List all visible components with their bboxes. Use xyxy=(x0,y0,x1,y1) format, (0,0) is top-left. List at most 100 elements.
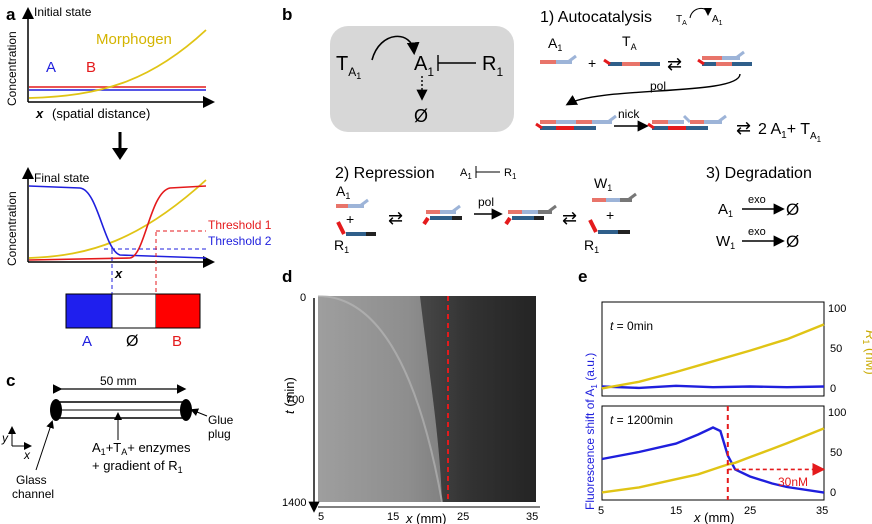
equilibrium-arrow-2: ⇄ xyxy=(736,118,751,138)
nicked-complex xyxy=(647,114,727,130)
content-line-1: A1+TA+ enzymes xyxy=(92,440,191,457)
node-T: TA1 xyxy=(336,53,361,81)
exo-label-2: exo xyxy=(748,226,766,238)
pol-label-2: pol xyxy=(478,195,494,209)
e-xtick-0: 5 xyxy=(598,505,604,517)
e-top-plot xyxy=(601,323,825,390)
e-left-axis-label: Fluorescence shift of A1 (a.u.) xyxy=(583,353,599,510)
bar-label-A: A xyxy=(82,333,92,350)
panel-label-a: a xyxy=(6,5,16,24)
rep-extended-complex xyxy=(504,204,557,226)
e-top-frame xyxy=(601,301,825,397)
degradation-title: 3) Degradation xyxy=(706,165,812,182)
equilibrium-arrow-4: ⇄ xyxy=(562,208,577,228)
glue-label: Glue xyxy=(208,413,234,427)
panel-a-final-plot: Final state Threshold 1 Threshold 2 Conc… xyxy=(5,167,272,298)
down-arrow xyxy=(112,132,128,160)
e-x-label: x (mm) xyxy=(693,510,734,524)
plus-sign-2: + xyxy=(346,211,354,227)
d-xtick-3: 35 xyxy=(526,511,538,523)
nick-label: nick xyxy=(618,107,640,121)
strand-TA1 xyxy=(603,58,660,66)
equilibrium-arrow-3: ⇄ xyxy=(388,208,403,228)
e-rtick-bottom-100: 100 xyxy=(828,407,846,419)
autocatalysis-section: 1) Autocatalysis TA A1 A1 + TA ⇄ xyxy=(535,7,822,144)
content-line-2: + gradient of R1 xyxy=(92,458,183,475)
repression-title: 2) Repression xyxy=(335,165,435,182)
pol-label-1: pol xyxy=(650,79,666,93)
e-bottom-time: t = 1200min xyxy=(610,413,673,427)
deg-empty-2: Ø xyxy=(786,232,799,251)
node-A: A1 xyxy=(414,53,434,79)
d-x-label: x (mm) xyxy=(405,511,446,524)
deg-W1-label: W1 xyxy=(716,233,735,251)
plug-label: plug xyxy=(208,427,231,441)
exo-label-1: exo xyxy=(748,194,766,206)
strand-A1-label: A1 xyxy=(548,35,562,53)
x-var-final: x xyxy=(114,266,123,281)
strand-TA1-label: TA xyxy=(622,33,637,52)
e-rtick-bottom-0: 0 xyxy=(830,487,836,499)
rep-W1-label: W1 xyxy=(594,175,612,193)
panel-c-channel: 50 mm Glue plug A1+TA+ enzymes + gradien… xyxy=(1,374,234,501)
plus-sign-1: + xyxy=(588,55,596,71)
e-bottom-frame xyxy=(601,405,825,501)
autocatalysis-mini-T: TA xyxy=(676,14,687,27)
y-axis-label-initial: Concentration xyxy=(5,31,19,106)
autocatalysis-title: 1) Autocatalysis xyxy=(540,9,652,26)
pol-arrow xyxy=(565,73,741,106)
e-bottom-series-1-r1 xyxy=(601,427,825,494)
rep-R1-label-2: R1 xyxy=(584,237,599,255)
kymograph: 0 700 1400 5 15 25 35 t (min) x (mm) xyxy=(282,292,540,524)
repression-mini-A: A1 xyxy=(460,167,472,181)
products-label: 2 A1+ TA1 xyxy=(758,121,822,144)
x-axis-label-initial: (spatial distance) xyxy=(52,106,150,121)
rep-complex xyxy=(422,204,462,226)
bar-segment-empty xyxy=(111,293,157,329)
node-empty: Ø xyxy=(414,106,428,126)
bar-segment-A xyxy=(66,294,112,328)
e-annot: 30nM xyxy=(778,475,808,489)
autocatalysis-arc xyxy=(371,35,420,61)
x-var-initial: x xyxy=(35,106,44,121)
bar-label-empty: Ø xyxy=(126,333,138,350)
e-rtick-top-50: 50 xyxy=(830,343,842,355)
repression-mini-R: R1 xyxy=(504,167,517,181)
panel-e: t = 0min t = 1200min 30nM 100 50 0 100 5… xyxy=(583,301,872,524)
glass-label: Glass xyxy=(16,473,47,487)
axis-x-label: x xyxy=(23,448,31,462)
d-y-label: t (min) xyxy=(282,377,297,414)
e-top-series-0-fluorescence xyxy=(601,384,825,390)
e-rtick-bottom-50: 50 xyxy=(830,447,842,459)
rep-R1-label: R1 xyxy=(334,237,349,255)
deg-A1-label: A1 xyxy=(718,201,733,219)
threshold2-label: Threshold 2 xyxy=(208,234,272,248)
final-state-label: Final state xyxy=(34,171,90,185)
network-box xyxy=(330,26,514,132)
e-xtick-3: 35 xyxy=(816,505,828,517)
panel-label-e: e xyxy=(578,267,587,286)
label-A: A xyxy=(46,59,56,76)
panel-label-c: c xyxy=(6,371,15,390)
pattern-bar: A Ø B xyxy=(65,293,201,350)
morphogen-label: Morphogen xyxy=(96,31,172,48)
d-xtick-0: 5 xyxy=(318,511,324,523)
extended-complex xyxy=(535,114,617,130)
panel-label-d: d xyxy=(282,267,292,286)
d-ytick-2: 1400 xyxy=(282,497,306,509)
complex-1 xyxy=(697,50,752,66)
degradation-section: 3) Degradation A1 exo Ø W1 exo Ø xyxy=(706,165,812,251)
axis-y-label: y xyxy=(1,431,9,445)
strand-A1 xyxy=(540,54,577,64)
node-R: R1 xyxy=(482,53,503,79)
deg-empty-1: Ø xyxy=(786,200,799,219)
rep-strand-A1 xyxy=(336,198,369,208)
autocatalysis-mini-A: A1 xyxy=(712,14,723,27)
equilibrium-arrow-1: ⇄ xyxy=(667,54,682,74)
e-top-time: t = 0min xyxy=(610,319,653,333)
plus-sign-3: + xyxy=(606,207,614,223)
glue-plug-right xyxy=(180,399,192,421)
e-top-series-1-r1 xyxy=(601,323,825,390)
initial-state-label: Initial state xyxy=(34,5,92,19)
